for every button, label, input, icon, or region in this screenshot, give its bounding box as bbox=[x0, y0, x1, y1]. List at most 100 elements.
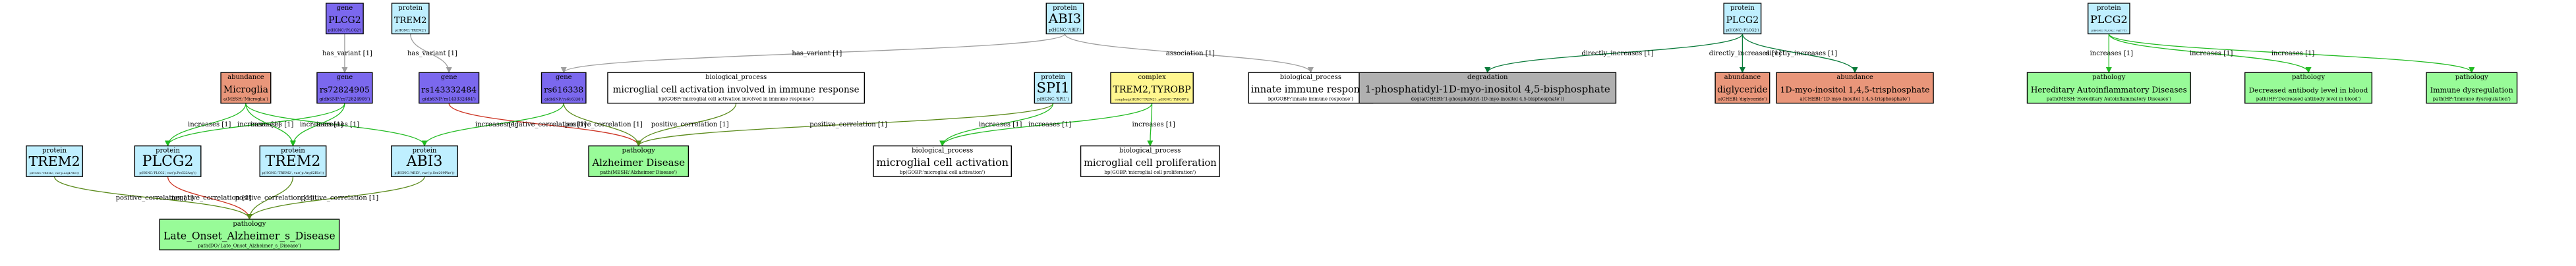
node-box bbox=[1110, 72, 1194, 104]
node-pathology-late-onset-alzheimer-s-disease[interactable]: pathologyLate_Onset_Alzheimer_s_Diseasep… bbox=[159, 219, 340, 251]
node-box bbox=[2426, 72, 2518, 104]
node-type-label: protein bbox=[281, 147, 305, 155]
edge-label: increases [1] bbox=[250, 121, 294, 128]
node-label: innate immune response bbox=[1251, 84, 1370, 95]
node-namespace-label: g(dbSNP:'rs143332484') bbox=[423, 97, 477, 102]
node-namespace-label: path(DO:'Late_Onset_Alzheimer_s_Disease'… bbox=[198, 244, 301, 249]
edge-line bbox=[1484, 34, 1743, 74]
node-label: Alzheimer Disease bbox=[591, 157, 685, 169]
node-namespace-label: deg(a(CHEBI:'1-phosphatidyl-1D-myo-inosi… bbox=[1411, 97, 1564, 102]
edge-plcg2-mid-to-path-load: negative_correlation [1] bbox=[167, 176, 252, 220]
edge-line bbox=[560, 33, 1066, 74]
edge-label: negative_correlation [1] bbox=[506, 121, 587, 128]
node-type-label: biological_process bbox=[912, 147, 973, 155]
edge-bp-mic-act-imm-to-path-ad: positive_correlation [1] bbox=[635, 103, 737, 147]
edge-line bbox=[245, 103, 428, 147]
node-box bbox=[541, 72, 587, 104]
node-label: TREM2 bbox=[266, 153, 321, 170]
edge-line bbox=[246, 176, 294, 220]
node-box bbox=[391, 145, 458, 177]
edge-label: positive_correlation [1] bbox=[809, 121, 887, 128]
node-namespace-label: p(HGNC:'TREM2') bbox=[395, 28, 426, 32]
node-type-label: biological_process bbox=[1280, 74, 1341, 81]
edge-rs616338-to-path-ad: positive_correlation [1] bbox=[563, 103, 643, 147]
node-type-label: abundance bbox=[1836, 74, 1873, 81]
node-label: ABI3 bbox=[1048, 11, 1082, 26]
node-abundance-1d-myo-inositol-1-4-5-trisphosphate[interactable]: abundance 1D-myo-inositol 1,4,5-trisphosp… bbox=[1776, 72, 1934, 104]
edge-label: increases [1] bbox=[979, 121, 1022, 128]
node-box bbox=[1248, 72, 1374, 104]
node-box bbox=[1359, 72, 1617, 104]
node-namespace-label: g(dbSNP:'rs616338') bbox=[544, 97, 583, 102]
edge-rs616338-to-abi3-mid: increases [1] bbox=[421, 103, 564, 147]
node-box bbox=[1034, 72, 1072, 104]
edge-trem2-l-to-path-load: positive_correlation [1] bbox=[53, 176, 252, 220]
node-namespace-label: bp(GOBP:'microglial cell activation invo… bbox=[659, 97, 814, 102]
node-type-label: abundance bbox=[1724, 74, 1761, 81]
node-namespace-label: a(CHEBI:'1D-myo-inositol 1,4,5-trisphosp… bbox=[1800, 97, 1910, 102]
node-namespace-label: path(HP:'Immune dysregulation') bbox=[2433, 97, 2511, 102]
node-label: rs72824905 bbox=[320, 84, 370, 94]
node-label: Microglia bbox=[223, 84, 268, 95]
node-box bbox=[588, 145, 689, 177]
edge-plcg2-r-to-ip3: directly_increases [1] bbox=[1742, 34, 1858, 74]
node-namespace-label: g(dbSNP:'rs72824905') bbox=[319, 97, 370, 102]
node-label: TREM2,TYROBP bbox=[1113, 84, 1191, 95]
edge-microglia-to-trem2-mid: increases [1] bbox=[245, 103, 296, 147]
node-namespace-label: p(HGNC:'ABI3') bbox=[1049, 28, 1081, 32]
node-namespace-label: path(HP:'Decreased antibody level in blo… bbox=[2256, 97, 2361, 102]
edge-label: increases [1] bbox=[2190, 50, 2233, 57]
node-namespace-label: bp(GOBP:'microglial cell proliferation') bbox=[1104, 170, 1196, 175]
node-label: TREM2 bbox=[394, 16, 427, 26]
node-degradation-1-phosphatidyl-1d-myo-inositol-4-5-bisphosphate[interactable]: degradation1-phosphatidyl-1D-myo-inosito… bbox=[1359, 72, 1617, 104]
edge-label: increases [1] bbox=[300, 121, 343, 128]
node-box bbox=[2026, 72, 2191, 104]
edge-microglia-to-plcg2-mid: increases [1] bbox=[165, 103, 247, 147]
node-box bbox=[2244, 72, 2373, 104]
node-box bbox=[220, 72, 272, 104]
node-label: PLCG2 bbox=[328, 15, 361, 26]
edge-line bbox=[410, 34, 452, 74]
node-box bbox=[1080, 145, 1220, 177]
node-label: rs143332484 bbox=[421, 84, 477, 94]
edge-line bbox=[246, 176, 425, 220]
node-label: microglial cell proliferation bbox=[1084, 158, 1216, 169]
node-namespace-label: a(MESH:'Microglia') bbox=[223, 97, 268, 102]
edge-layer: has_variant [1]has_variant [1]has_varian… bbox=[53, 33, 2475, 220]
node-label: 1D-myo-inositol 1,4,5-trisphosphate bbox=[1780, 84, 1930, 94]
node-namespace-label: p(HGNC:'TREM2', var('p.Arg47His')) bbox=[30, 171, 80, 174]
node-box bbox=[2087, 3, 2130, 35]
node-type-label: pathology bbox=[622, 147, 655, 155]
edge-sp1-to-bp-mic-act: increases [1] bbox=[939, 103, 1054, 147]
node-layer: genePLCG2p(HGNC:'PLCG2')proteinTREM2p(HG… bbox=[26, 3, 2518, 251]
node-complex-trem2-tyrobp[interactable]: complexTREM2,TYROBPcomplex(p(HGNC:'TREM2… bbox=[1110, 72, 1194, 104]
node-abundance-diglyceride[interactable]: abundancediglyceridea(CHEBI:'diglyceride… bbox=[1714, 72, 1771, 104]
edge-label: positive_correlation [1] bbox=[235, 195, 313, 202]
edge-rs72824905-to-trem2-mid: increases [1] bbox=[289, 103, 345, 147]
node-type-label: pathology bbox=[2092, 74, 2125, 81]
edge-trem2-tyrobp-to-bp-mic-act: increases [1] bbox=[939, 103, 1153, 147]
